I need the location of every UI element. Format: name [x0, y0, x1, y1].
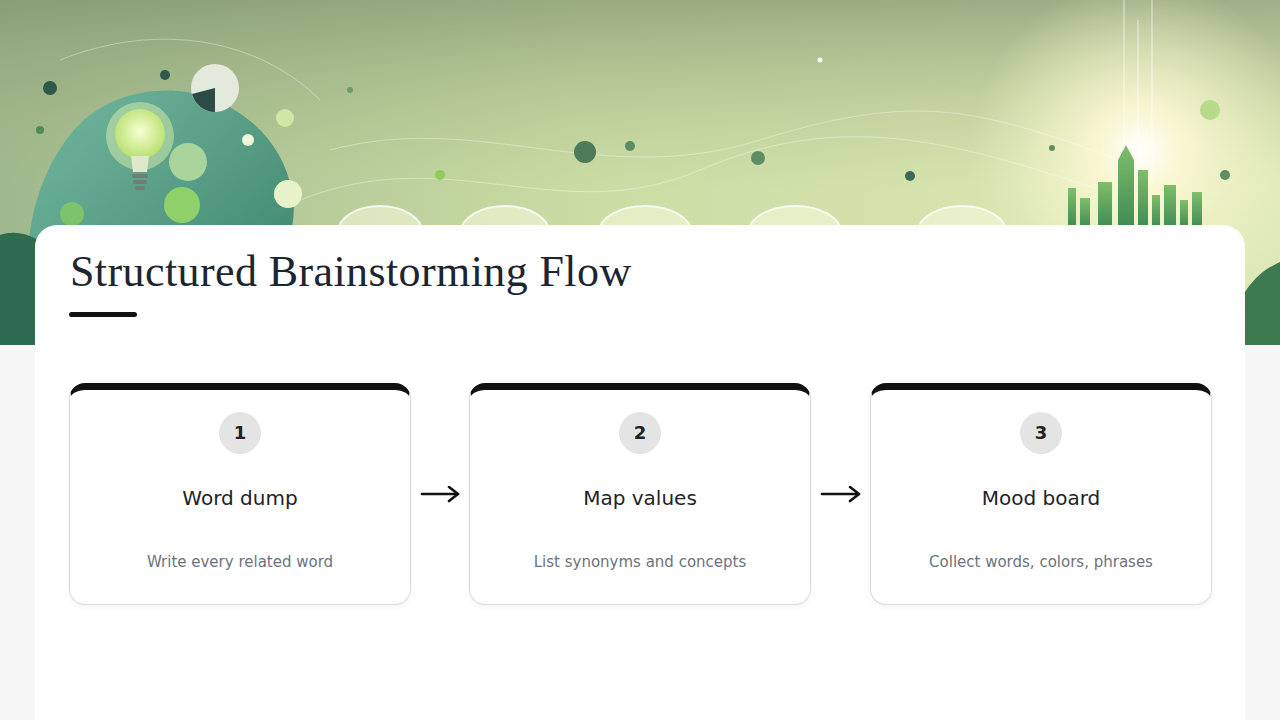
- flow-arrow: [422, 493, 458, 496]
- process-box: 2Map valuesList synonyms and concepts: [469, 383, 811, 605]
- title-underline: [69, 312, 137, 317]
- step-number: 1: [219, 412, 261, 454]
- step-description: Write every related word: [70, 553, 410, 571]
- step-description: List synonyms and concepts: [470, 553, 810, 571]
- flow-arrow: [822, 493, 859, 496]
- process-box: 1Word dumpWrite every related word: [69, 383, 411, 605]
- process-box: 3Mood boardCollect words, colors, phrase…: [870, 383, 1212, 605]
- step-number: 3: [1020, 412, 1062, 454]
- step-heading: Map values: [470, 486, 810, 510]
- step-number: 2: [619, 412, 661, 454]
- step-description: Collect words, colors, phrases: [871, 553, 1211, 571]
- page-title: Structured Brainstorming Flow: [70, 246, 632, 297]
- step-heading: Mood board: [871, 486, 1211, 510]
- step-heading: Word dump: [70, 486, 410, 510]
